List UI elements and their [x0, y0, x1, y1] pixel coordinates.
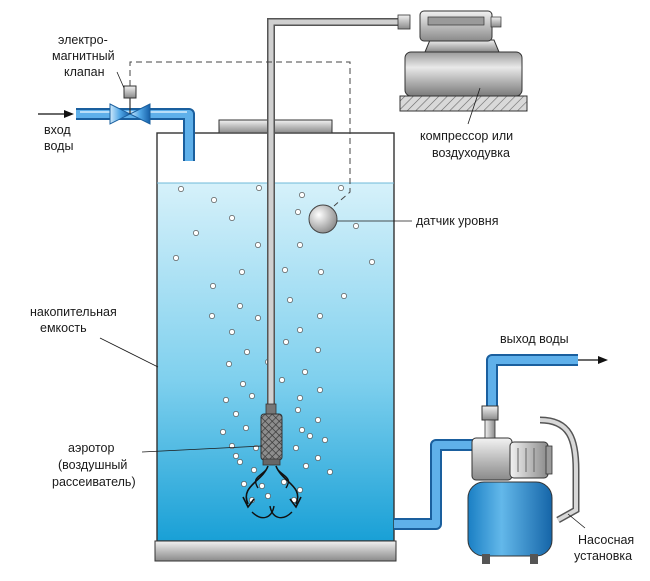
- air-bubble: [338, 185, 344, 191]
- air-bubble: [297, 395, 303, 401]
- air-bubble: [282, 267, 288, 273]
- water-in-label-line1: вход: [44, 123, 71, 137]
- air-bubble: [299, 192, 305, 198]
- air-bubble: [293, 445, 299, 451]
- air-bubble: [239, 269, 245, 275]
- air-bubble: [287, 297, 293, 303]
- air-bubble: [229, 215, 235, 221]
- air-bubble: [302, 369, 308, 375]
- air-bubble: [283, 339, 289, 345]
- air-bubble: [255, 242, 261, 248]
- level-float-icon: [308, 204, 338, 234]
- air-bubble: [220, 429, 226, 435]
- air-bubble: [315, 347, 321, 353]
- tank-label-line2: емкость: [40, 321, 87, 335]
- air-bubble: [318, 269, 324, 275]
- air-bubble: [243, 425, 249, 431]
- pump-label-line1: Насосная: [578, 533, 634, 547]
- air-bubble: [281, 479, 287, 485]
- air-bubble: [353, 223, 359, 229]
- valve-label-line1: электро-: [58, 33, 108, 47]
- air-bubble: [322, 437, 328, 443]
- valve-label-line2: магнитный: [52, 49, 115, 63]
- air-bubble: [211, 197, 217, 203]
- air-bubble: [244, 349, 250, 355]
- compressor-body: [404, 51, 523, 97]
- air-bubble: [317, 387, 323, 393]
- air-bubble: [327, 469, 333, 475]
- air-pipe: [267, 14, 411, 408]
- water-out-label: выход воды: [500, 332, 569, 346]
- air-bubble: [241, 481, 247, 487]
- solenoid-valve-icon: [109, 85, 151, 125]
- tank-label-line1: накопительная: [30, 305, 117, 319]
- air-bubble: [315, 417, 321, 423]
- aerator-label-line1: аэротор: [68, 441, 114, 455]
- aerator-label-line3: рассеиватель): [52, 475, 136, 489]
- air-bubbles: [173, 185, 375, 503]
- compressor-base: [399, 95, 528, 112]
- air-bubble: [265, 493, 271, 499]
- valve-label-line3: клапан: [64, 65, 105, 79]
- leader-lines: [99, 71, 586, 529]
- air-bubble: [295, 209, 301, 215]
- tank-lid: [218, 119, 333, 134]
- air-bubble: [259, 483, 265, 489]
- air-bubble: [341, 293, 347, 299]
- air-bubble: [209, 313, 215, 319]
- compressor-icon: [399, 10, 528, 112]
- air-bubble: [297, 242, 303, 248]
- air-bubble: [255, 315, 261, 321]
- air-bubble: [233, 411, 239, 417]
- tank-outlet-pipe: [394, 439, 478, 530]
- pipe-coupling: [397, 14, 411, 30]
- air-bubble: [297, 327, 303, 333]
- compressor-label-line1: компрессор или: [420, 129, 513, 143]
- aerator-icon: [242, 403, 302, 519]
- air-bubble: [240, 381, 246, 387]
- air-bubble: [251, 467, 257, 473]
- aerator-label-line2: (воздушный: [58, 458, 127, 472]
- air-bubble: [295, 407, 301, 413]
- air-bubble: [173, 255, 179, 261]
- air-bubble: [307, 433, 313, 439]
- air-bubble: [237, 459, 243, 465]
- control-signal-line: [129, 61, 351, 207]
- air-bubble: [249, 393, 255, 399]
- air-bubble: [233, 453, 239, 459]
- air-bubble: [317, 313, 323, 319]
- air-bubble: [229, 329, 235, 335]
- air-bubble: [369, 259, 375, 265]
- air-bubble: [297, 487, 303, 493]
- air-bubble: [178, 186, 184, 192]
- air-bubble: [279, 377, 285, 383]
- air-bubble: [193, 230, 199, 236]
- tank-water: [157, 183, 394, 541]
- air-bubble: [256, 185, 262, 191]
- pump-label-line2: установка: [574, 549, 632, 563]
- air-bubble: [237, 303, 243, 309]
- water-outlet-pipe: [486, 354, 608, 418]
- water-in-label-line2: воды: [44, 139, 73, 153]
- air-bubble: [315, 455, 321, 461]
- level-sensor-label: датчик уровня: [416, 214, 498, 228]
- storage-tank: [154, 119, 397, 562]
- air-bubble: [299, 427, 305, 433]
- pump-station-icon: [467, 405, 580, 564]
- air-bubble: [223, 397, 229, 403]
- air-bubble: [210, 283, 216, 289]
- tank-base: [154, 540, 397, 562]
- compressor-label-line2: воздуходувка: [432, 146, 510, 160]
- labels: электро- магнитный клапан вход воды комп…: [30, 33, 634, 563]
- air-bubble: [226, 361, 232, 367]
- air-bubble: [303, 463, 309, 469]
